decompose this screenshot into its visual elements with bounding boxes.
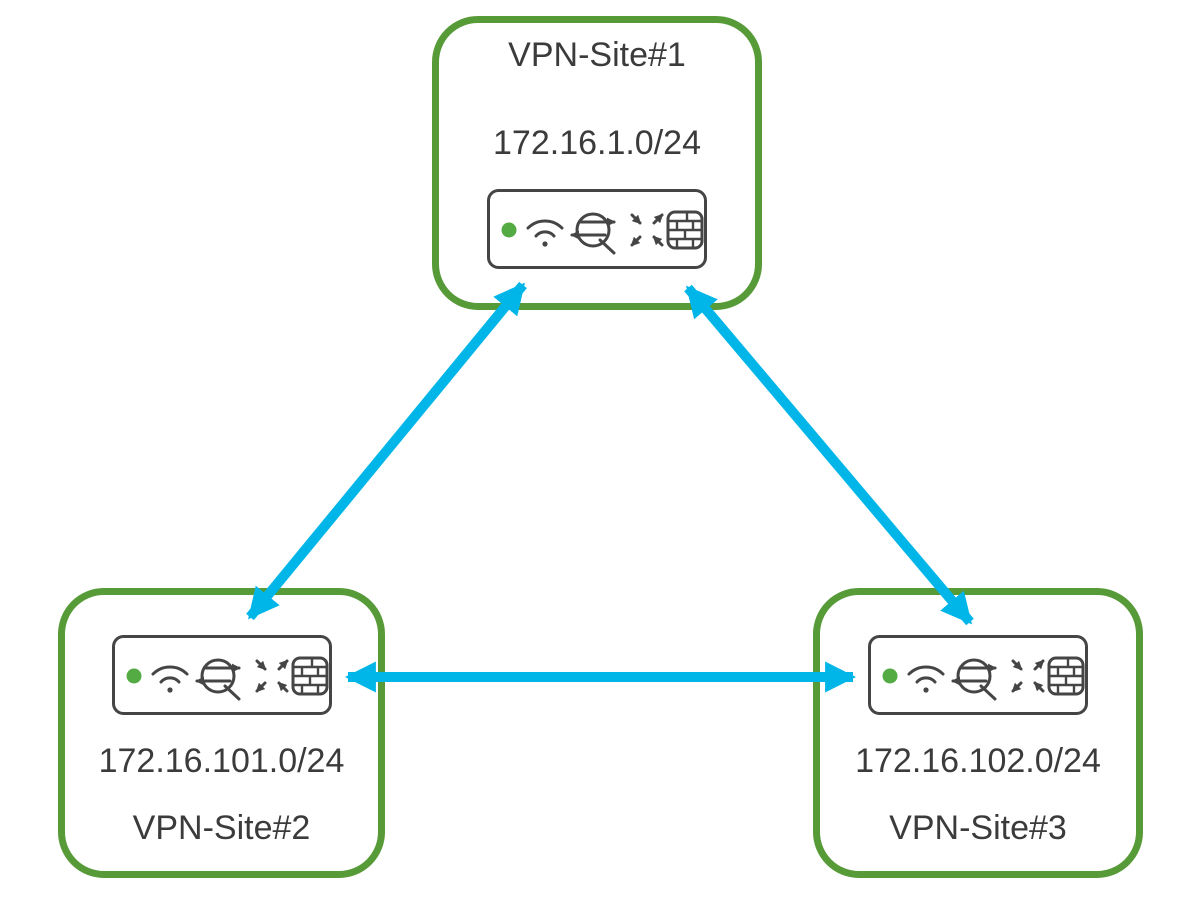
device-icon bbox=[111, 635, 332, 715]
status-led-icon bbox=[126, 668, 141, 684]
site-name: VPN-Site#3 bbox=[889, 809, 1067, 847]
site-node-vpn-site-2: 172.16.101.0/24 VPN-Site#2 bbox=[58, 588, 385, 878]
router-icon bbox=[951, 658, 997, 701]
status-led-icon bbox=[501, 222, 517, 238]
switch-icon bbox=[1011, 659, 1045, 693]
status-led-icon bbox=[882, 668, 898, 684]
site-name: VPN-Site#2 bbox=[132, 809, 311, 847]
firewall-icon bbox=[1047, 656, 1085, 696]
site-node-vpn-site-1: VPN-Site#1 172.16.1.0/24 bbox=[432, 16, 762, 310]
device-icon bbox=[487, 189, 707, 269]
site-subnet: 172.16.102.0/24 bbox=[855, 742, 1101, 780]
site-subnet: 172.16.101.0/24 bbox=[98, 742, 345, 780]
switch-icon bbox=[255, 659, 288, 693]
firewall-icon bbox=[666, 210, 704, 250]
site-subnet: 172.16.1.0/24 bbox=[493, 124, 701, 162]
vpn-link-site1-site2 bbox=[246, 281, 527, 621]
switch-icon bbox=[630, 213, 664, 247]
vpn-link-site1-site3 bbox=[684, 284, 974, 626]
wifi-icon bbox=[907, 665, 945, 693]
router-icon bbox=[194, 658, 241, 701]
router-icon bbox=[570, 212, 616, 255]
device-icon bbox=[868, 635, 1088, 715]
site-name: VPN-Site#1 bbox=[508, 36, 686, 74]
wifi-icon bbox=[151, 665, 188, 693]
wifi-icon bbox=[526, 219, 564, 247]
site-node-vpn-site-3: 172.16.102.0/24 VPN-Site#3 bbox=[813, 588, 1143, 878]
firewall-icon bbox=[291, 656, 328, 696]
